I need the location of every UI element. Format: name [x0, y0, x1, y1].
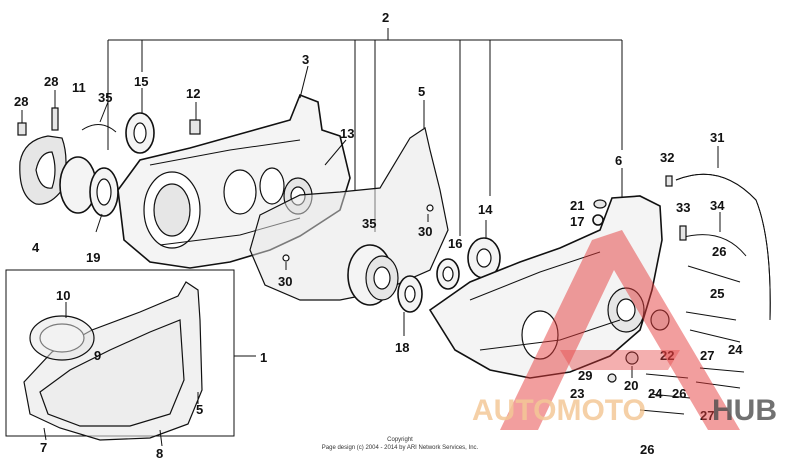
- clip-35: [81, 101, 117, 133]
- callout-34: 34: [710, 198, 725, 213]
- callout-28-left: 28: [14, 94, 28, 109]
- callout-2: 2: [382, 10, 389, 25]
- watermark-logo: AUTOMOTO HUB: [472, 230, 777, 430]
- callout-25: 25: [710, 286, 724, 301]
- callout-20: 20: [624, 378, 638, 393]
- callout-2-bracket: [107, 28, 623, 236]
- callout-12: 12: [186, 86, 200, 101]
- callout-35-center: 35: [362, 216, 376, 231]
- bearing-14: [467, 220, 501, 279]
- bolts-24-27: [639, 265, 745, 415]
- callout-27-top: 27: [700, 348, 714, 363]
- callout-16: 16: [448, 236, 462, 251]
- callout-26-top: 26: [712, 244, 726, 259]
- bearing-35-center: [347, 244, 399, 306]
- parts-21-17: [592, 199, 607, 226]
- callout-27-bottom: 27: [700, 408, 714, 423]
- callout-9: 9: [94, 348, 101, 363]
- copyright-line-2: Page design (c) 2004 - 2014 by ARI Netwo…: [322, 445, 479, 451]
- right-crankcase-6: [428, 168, 670, 379]
- callout-5-bottom: 5: [196, 402, 203, 417]
- callout-11: 11: [72, 80, 86, 95]
- callout-24-right: 24: [728, 342, 743, 357]
- callout-labels: 2 3 28 28 11 35 15 12 13 5 6 31 32 33 34…: [14, 10, 743, 461]
- watermark-text-hub: HUB: [712, 394, 777, 427]
- callout-35-top: 35: [98, 90, 112, 105]
- callout-19: 19: [86, 250, 100, 265]
- bolt-28-right: [51, 90, 59, 131]
- callout-33: 33: [676, 200, 690, 215]
- copyright-notice: Copyright Page design (c) 2004 - 2014 by…: [322, 437, 479, 451]
- callout-10: 10: [56, 288, 70, 303]
- callout-30-left: 30: [278, 274, 292, 289]
- callout-26-mid: 26: [672, 386, 686, 401]
- watermark-bar-icon: [560, 350, 680, 370]
- callout-3: 3: [302, 52, 309, 67]
- callout-13: 13: [340, 126, 354, 141]
- callout-28-right: 28: [44, 74, 58, 89]
- callout-17: 17: [570, 214, 584, 229]
- callout-24-bottom: 24: [648, 386, 663, 401]
- hose-34: [679, 212, 747, 257]
- callout-15: 15: [134, 74, 148, 89]
- callout-14: 14: [478, 202, 493, 217]
- bearing-16: [436, 258, 460, 290]
- oil-seal-18: [397, 275, 423, 336]
- gasket-set-inset: [5, 269, 256, 447]
- callout-1: 1: [260, 350, 267, 365]
- watermark-text-automoto: AUTOMOTO: [472, 394, 646, 427]
- callout-6: 6: [615, 153, 622, 168]
- copyright-line-1: Copyright: [387, 437, 413, 443]
- watermark-triangle-icon: [500, 230, 740, 430]
- side-cover-gasket: [19, 135, 67, 205]
- callout-22: 22: [660, 348, 674, 363]
- oil-seal-15: [125, 88, 155, 154]
- callout-23: 23: [570, 386, 584, 401]
- bolt-28-left: [17, 110, 27, 136]
- small-parts-29-20: [607, 351, 639, 383]
- callout-4: 4: [32, 240, 40, 255]
- callout-30-right: 30: [418, 224, 432, 239]
- bearing-19: [59, 156, 119, 233]
- crankcase-gasket: [249, 100, 449, 301]
- callout-5-top: 5: [418, 84, 425, 99]
- callout-7: 7: [40, 440, 47, 455]
- callout-32: 32: [660, 150, 674, 165]
- clip-32-33: [665, 175, 687, 241]
- callout-21: 21: [570, 198, 584, 213]
- callout-26-bottom: 26: [640, 442, 654, 457]
- callout-18: 18: [395, 340, 409, 355]
- bolt-12: [189, 102, 201, 135]
- callout-31: 31: [710, 130, 724, 145]
- breather-hose-31: [675, 146, 771, 321]
- callout-29: 29: [578, 368, 592, 383]
- callout-8: 8: [156, 446, 163, 461]
